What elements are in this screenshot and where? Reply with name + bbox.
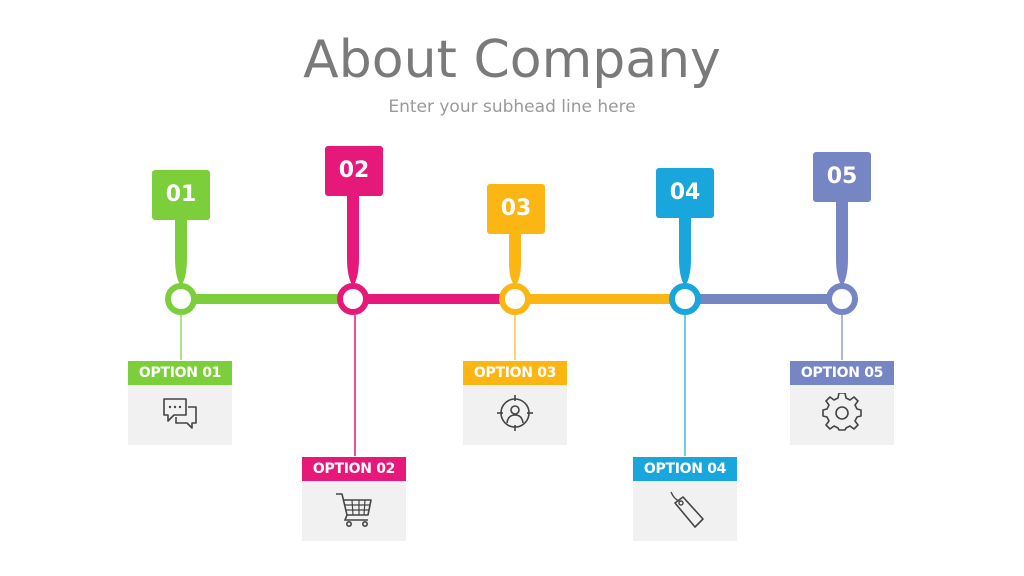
option-label-02: OPTION 02 [302, 457, 406, 481]
option-card-04: OPTION 04 [633, 457, 737, 541]
option-label-01: OPTION 01 [128, 361, 232, 385]
option-label-04: OPTION 04 [633, 457, 737, 481]
option-card-02: OPTION 02 [302, 457, 406, 541]
page-title: About Company [303, 30, 721, 90]
option-label-03: OPTION 03 [463, 361, 567, 385]
option-card-05: OPTION 05 [790, 361, 894, 445]
shopping-cart-icon [336, 493, 372, 527]
step-number-05: 05 [813, 152, 871, 202]
step-number-04: 04 [656, 168, 714, 218]
step-number-03: 03 [487, 184, 545, 234]
chat-bubbles-icon [163, 398, 197, 429]
node-03 [499, 283, 531, 315]
stem-03 [509, 228, 521, 286]
step-number-02: 02 [325, 146, 383, 196]
node-02 [337, 283, 369, 315]
stem-05 [836, 196, 848, 286]
option-card-03: OPTION 03 [463, 361, 567, 445]
node-01 [165, 283, 197, 315]
page-subtitle: Enter your subhead line here [388, 97, 636, 117]
gear-icon [822, 393, 862, 431]
option-label-05: OPTION 05 [790, 361, 894, 385]
option-card-01: OPTION 01 [128, 361, 232, 445]
price-tag-icon [670, 491, 704, 528]
stem-01 [175, 214, 187, 286]
node-05 [826, 283, 858, 315]
user-target-icon [497, 395, 533, 431]
stem-02 [347, 190, 359, 286]
node-04 [669, 283, 701, 315]
step-number-01: 01 [152, 170, 210, 220]
stem-04 [679, 212, 691, 286]
